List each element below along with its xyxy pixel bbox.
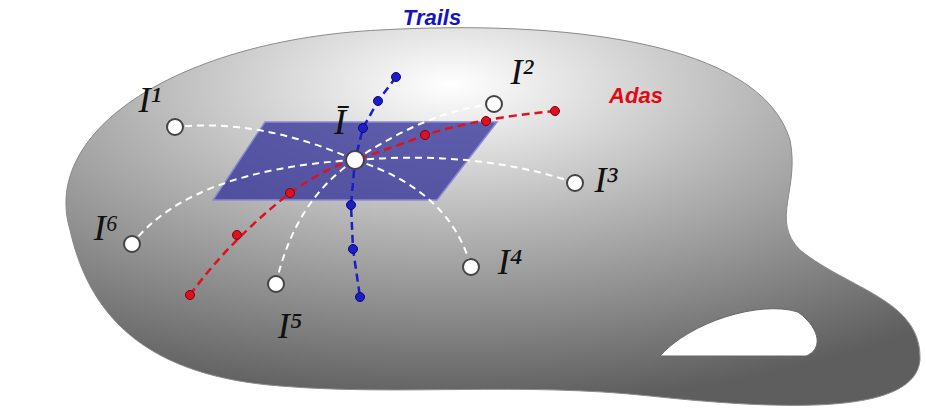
trails-point <box>392 73 401 82</box>
point-label: I⁴ <box>498 244 523 280</box>
mean-label: Ī <box>334 104 346 140</box>
trajectory-name: Adas <box>609 85 663 107</box>
geodesic <box>355 104 494 160</box>
trails-point <box>349 245 358 254</box>
point-label: I³ <box>595 162 618 198</box>
sample-point <box>124 236 140 252</box>
adas-point <box>551 107 560 116</box>
trails-point <box>359 124 368 133</box>
sample-point <box>268 276 284 292</box>
geodesic <box>355 158 575 183</box>
trails-point <box>347 201 356 210</box>
adas-point <box>233 231 242 240</box>
adas-point <box>286 189 295 198</box>
manifold-hole <box>660 309 817 356</box>
point-label: I⁶ <box>94 210 119 246</box>
geodesic <box>175 125 355 160</box>
sample-point <box>567 175 583 191</box>
adas-points <box>186 107 560 300</box>
sample-point <box>463 259 479 275</box>
tangent-plane <box>213 122 497 200</box>
point-label: I² <box>511 54 534 90</box>
point-label: I¹ <box>139 82 162 118</box>
geodesic <box>355 160 471 267</box>
adas-point <box>186 291 195 300</box>
point-label: I⁵ <box>278 308 303 344</box>
sample-points <box>124 96 583 292</box>
trajectory-name: Trails <box>403 7 461 29</box>
geodesic-lines <box>132 104 575 284</box>
sample-point <box>486 96 502 112</box>
adas-point <box>421 131 430 140</box>
trails-point <box>374 97 383 106</box>
mean-point <box>346 151 364 169</box>
adas-point <box>482 117 491 126</box>
geodesic <box>276 160 355 284</box>
adas-trajectory <box>190 111 555 295</box>
trails-point <box>356 293 365 302</box>
geodesic <box>132 160 355 244</box>
manifold-surface <box>66 28 920 406</box>
trails-points <box>347 73 401 302</box>
sample-point <box>167 119 183 135</box>
trails-trajectory <box>351 77 396 297</box>
